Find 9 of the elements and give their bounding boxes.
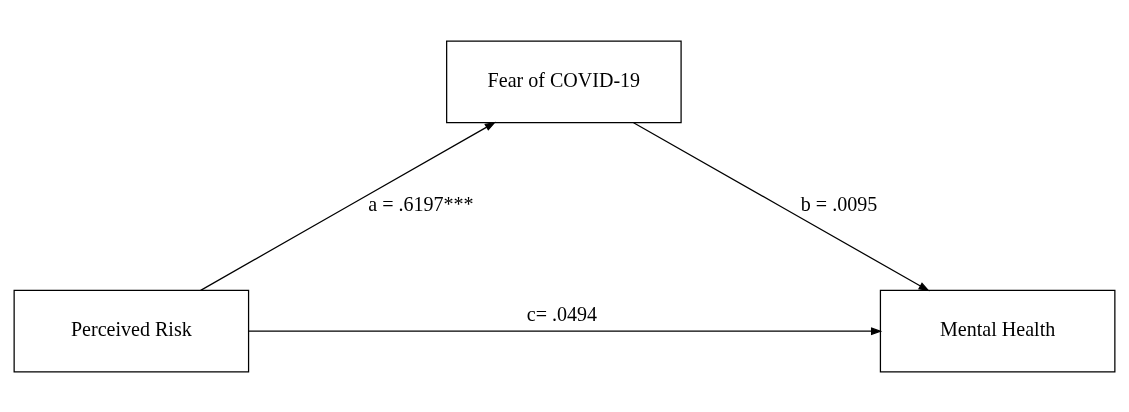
edge-label: b = .0095	[800, 192, 878, 215]
node-box: Mental Health	[879, 289, 1116, 373]
node-box: Fear of COVID-19	[446, 39, 682, 123]
arrow	[200, 121, 497, 291]
edge-label: c= .0494	[526, 302, 598, 325]
arrow	[248, 326, 883, 335]
edge-label: a = .6197***	[368, 192, 474, 215]
arrow	[632, 121, 930, 291]
node-box: Perceived Risk	[13, 289, 250, 373]
